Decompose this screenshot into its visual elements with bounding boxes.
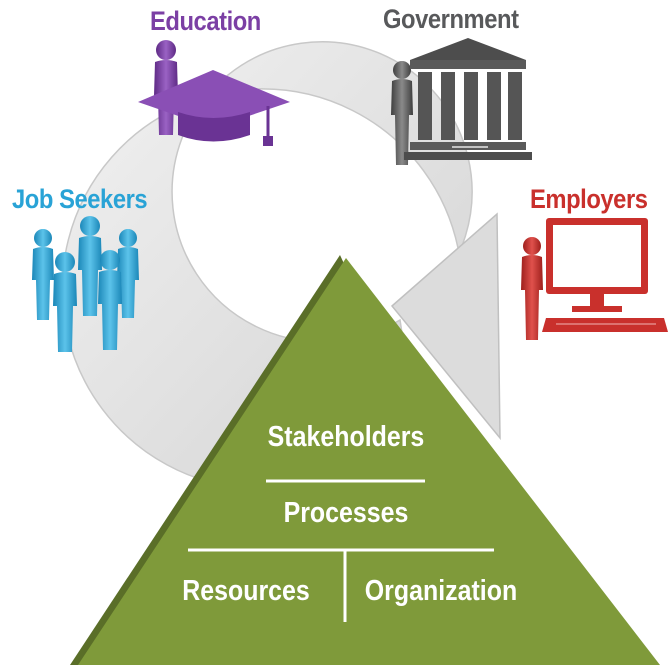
cycle-arrowhead	[390, 212, 501, 441]
pyramid-shadow	[70, 255, 346, 665]
label-employers: Employers	[530, 184, 648, 214]
job-seekers-icon	[32, 216, 139, 352]
label-stakeholders: Stakeholders	[267, 421, 425, 453]
label-processes: Processes	[283, 497, 409, 529]
label-organization: Organization	[364, 575, 518, 607]
education-icon	[138, 40, 290, 146]
label-job-seekers: Job Seekers	[12, 184, 148, 214]
pyramid-body	[78, 258, 660, 665]
government-icon	[391, 38, 532, 165]
label-resources: Resources	[182, 575, 310, 607]
label-education: Education	[150, 6, 261, 36]
pyramid	[70, 255, 660, 665]
label-government: Government	[383, 4, 519, 34]
employers-icon	[521, 218, 668, 340]
